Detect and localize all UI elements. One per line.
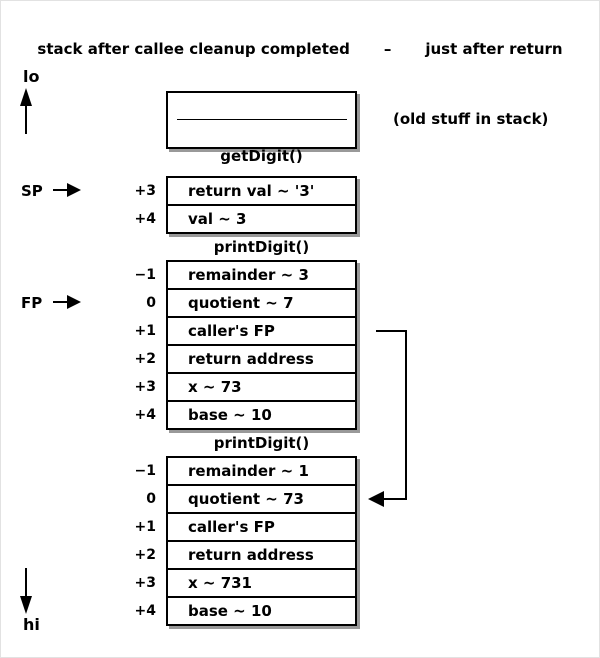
sp-pointer-label: SP — [21, 182, 43, 200]
offset-label: 0 — [146, 295, 156, 311]
old-stack-note: (old stuff in stack) — [393, 110, 549, 128]
lo-up-arrow — [20, 88, 32, 134]
stack-row: quotient ~ 7 — [168, 290, 355, 318]
offset-label: +1 — [134, 519, 156, 535]
title-left: stack after callee cleanup completed — [37, 40, 350, 58]
offset-label: +4 — [134, 211, 156, 227]
title-dash: – — [383, 40, 392, 58]
hi-down-arrow — [20, 568, 32, 614]
offset-column-getdigit: +3 +4 — [91, 177, 156, 233]
stack-row: return val ~ '3' — [168, 178, 355, 206]
stack-row: caller's FP — [168, 514, 355, 542]
old-stack-divider-line — [177, 119, 347, 120]
stack-row: x ~ 731 — [168, 570, 355, 598]
offset-label: −1 — [134, 463, 156, 479]
frame-printdigit-2: remainder ~ 1 quotient ~ 73 caller's FP … — [166, 456, 357, 626]
fp-pointer-label: FP — [21, 294, 43, 312]
frame-label-printdigit-2: printDigit() — [213, 434, 310, 452]
stack-row: quotient ~ 73 — [168, 486, 355, 514]
fp-arrow — [53, 295, 81, 309]
stack-row: x ~ 73 — [168, 374, 355, 402]
stack-row: base ~ 10 — [188, 406, 272, 424]
offset-label: +3 — [134, 575, 156, 591]
old-stack-box — [166, 91, 357, 149]
frame-getdigit: return val ~ '3' val ~ 3 — [166, 176, 357, 234]
stack-row: return address — [168, 542, 355, 570]
diagram-title: stack after callee cleanup completed – j… — [1, 40, 599, 58]
frame-label-getdigit: getDigit() — [220, 147, 303, 165]
offset-label: +4 — [134, 407, 156, 423]
offset-label: +3 — [134, 183, 156, 199]
stack-row: remainder ~ 1 — [168, 458, 355, 486]
lo-label: lo — [23, 67, 40, 86]
offset-label: +4 — [134, 603, 156, 619]
title-right: just after return — [425, 40, 563, 58]
offset-column-printdigit-2: −1 0 +1 +2 +3 +4 — [91, 457, 156, 625]
stack-row: base ~ 10 — [188, 602, 272, 620]
offset-label: +1 — [134, 323, 156, 339]
stack-row: caller's FP — [168, 318, 355, 346]
offset-label: −1 — [134, 267, 156, 283]
stack-row: return address — [168, 346, 355, 374]
stack-row: val ~ 3 — [188, 210, 247, 228]
offset-label: 0 — [146, 491, 156, 507]
offset-label: +3 — [134, 379, 156, 395]
offset-label: +2 — [134, 547, 156, 563]
frame-printdigit-1: remainder ~ 3 quotient ~ 7 caller's FP r… — [166, 260, 357, 430]
sp-arrow — [53, 183, 81, 197]
stack-row: remainder ~ 3 — [168, 262, 355, 290]
offset-label: +2 — [134, 351, 156, 367]
frame-label-printdigit-1: printDigit() — [213, 238, 310, 256]
offset-column-printdigit-1: −1 0 +1 +2 +3 +4 — [91, 261, 156, 429]
hi-label: hi — [23, 615, 40, 634]
callers-fp-connector-arrow — [368, 330, 407, 507]
